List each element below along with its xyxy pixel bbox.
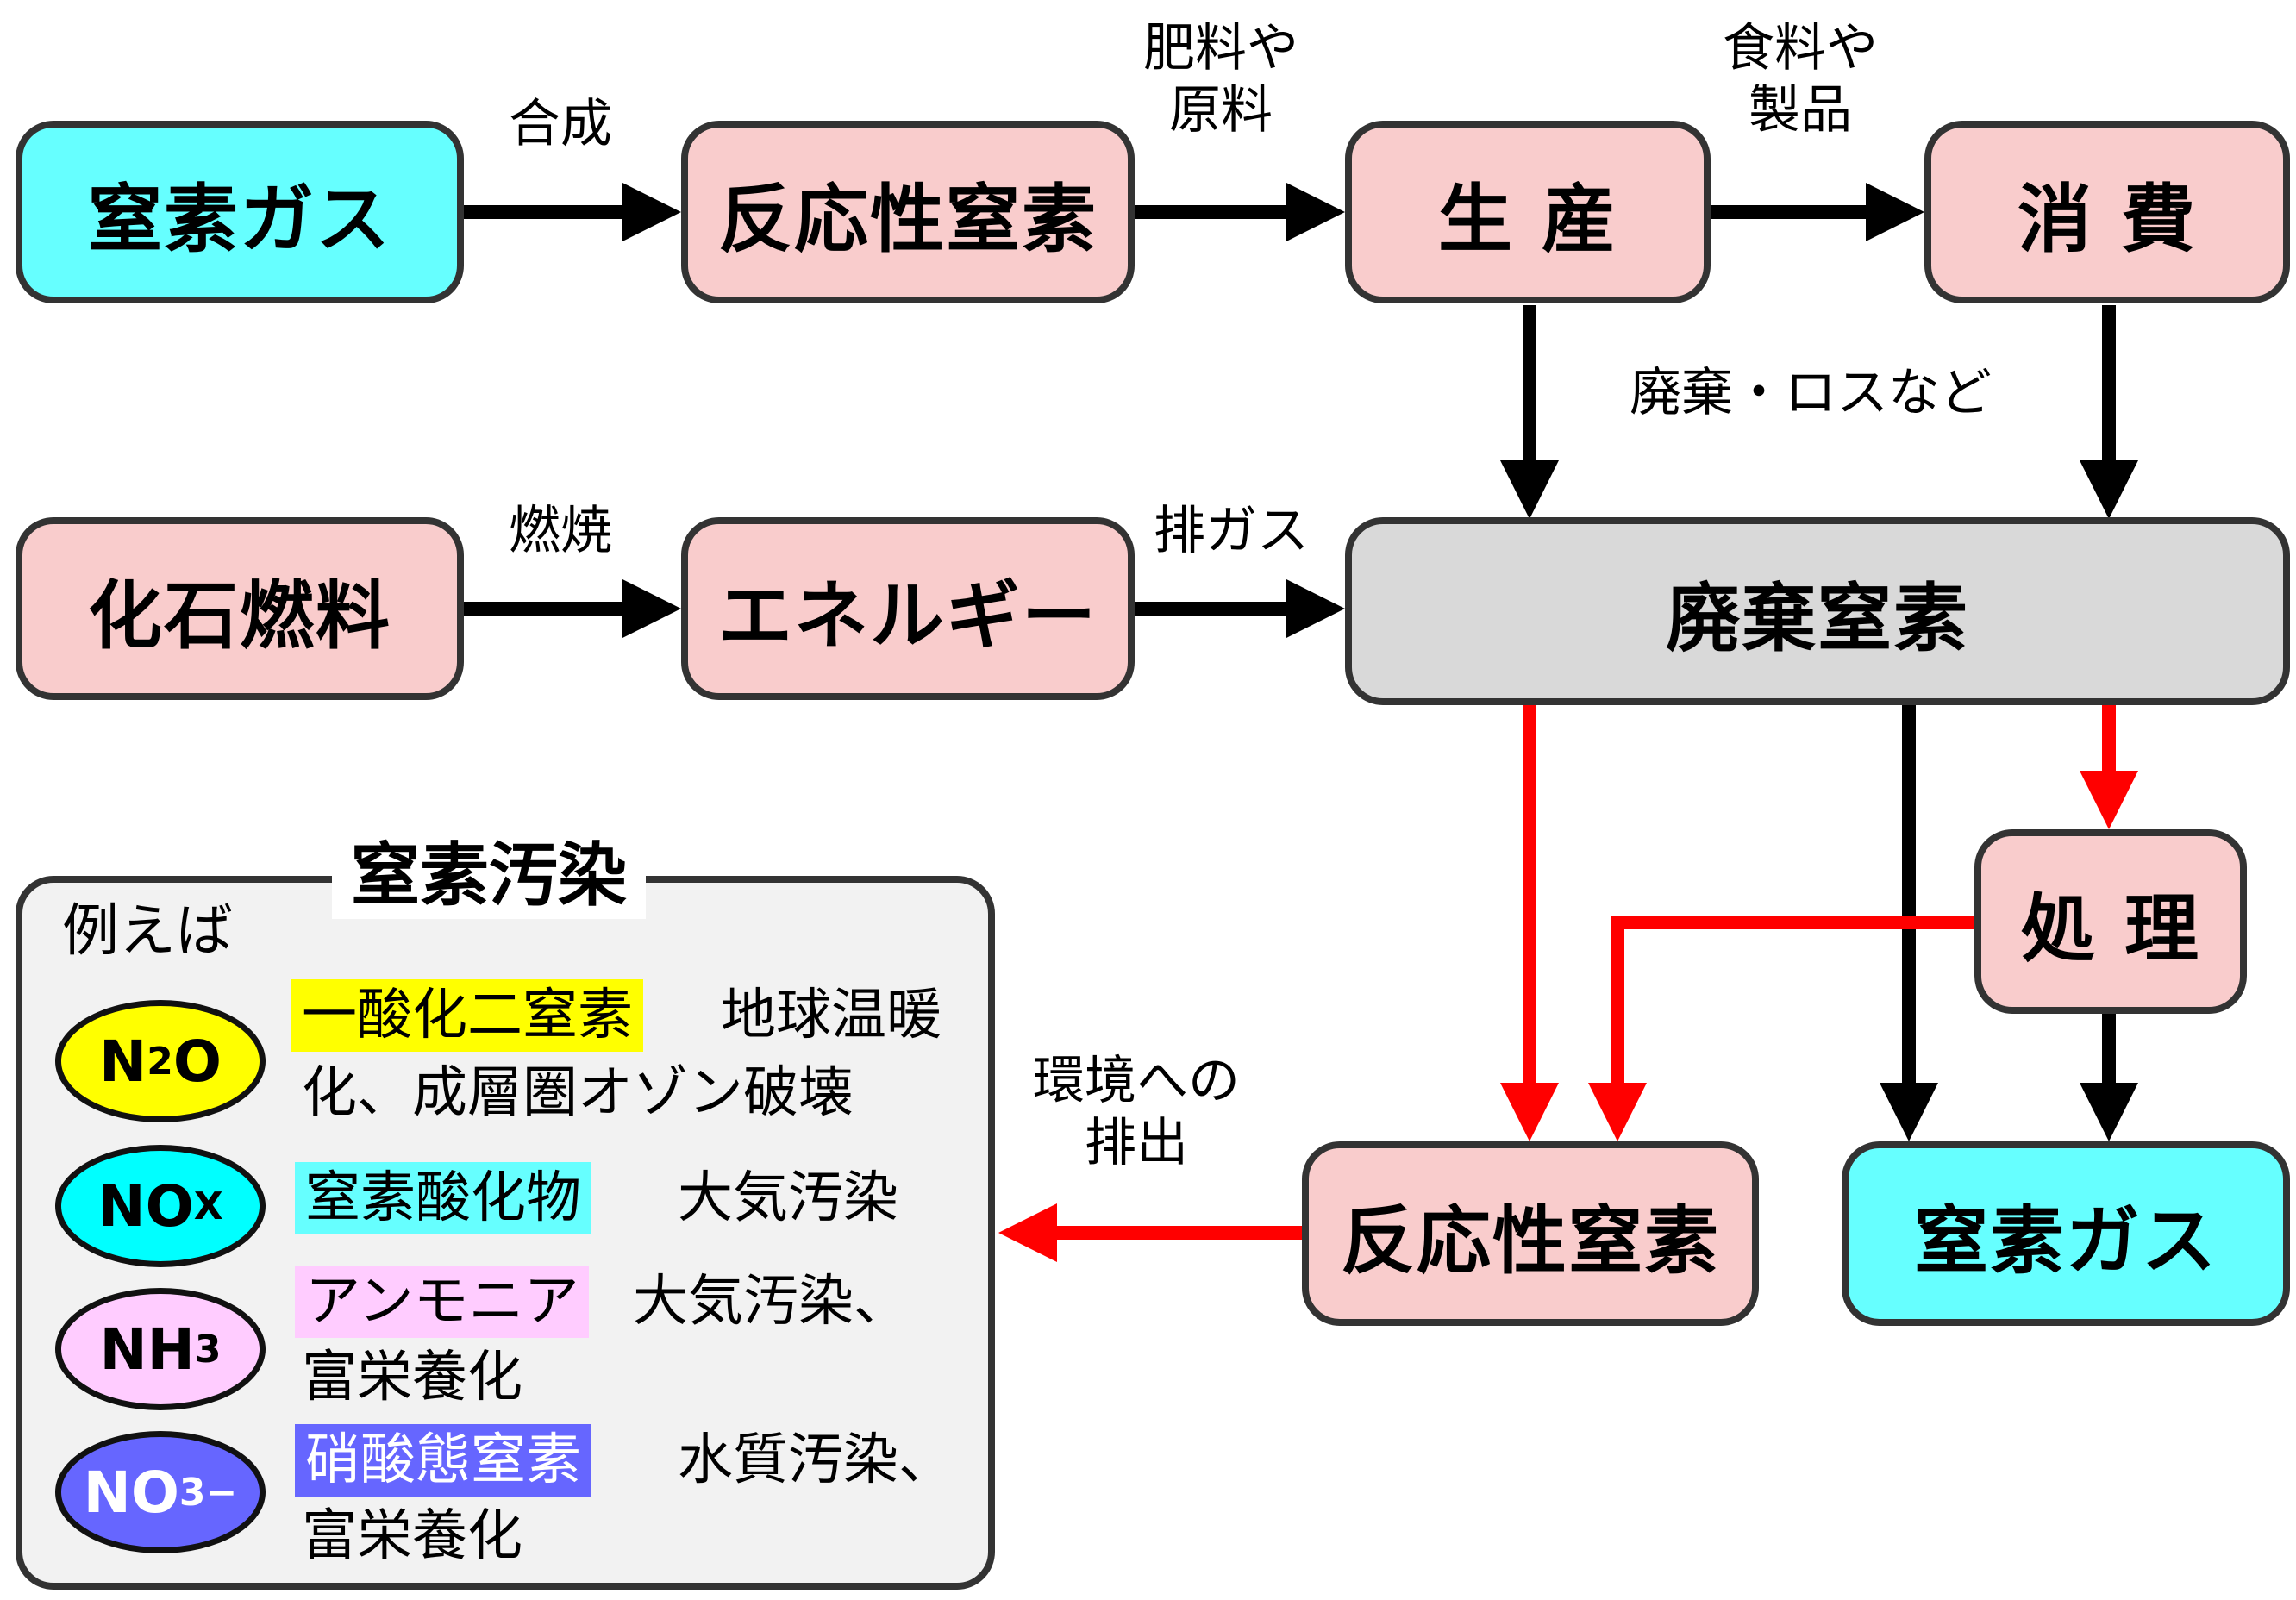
consumption-label: 消 費 [2018, 176, 2197, 263]
nh3-desc-line1: 大気汚染、 [633, 1270, 909, 1334]
waste-nitrogen-box: 廃棄窒素 [1345, 517, 2290, 705]
arrow-exhaust [1135, 579, 1345, 638]
arrow-synthesis [464, 183, 681, 241]
no3-desc-line1: 水質汚染、 [678, 1428, 954, 1492]
no3-desc-line2: 富栄養化 [302, 1504, 522, 1568]
fossil-fuel-box: 化石燃料 [16, 517, 464, 700]
waste-loss-label: 廃棄・ロスなど [1630, 363, 1992, 423]
arrow-consumption-to-waste [2080, 305, 2138, 519]
nitrogen-pollution-title: 窒素汚染 [332, 833, 646, 919]
production-label: 生 産 [1438, 176, 1617, 263]
nitrogen-gas-output-label: 窒素ガス [1914, 1197, 2218, 1284]
n2o-name: 一酸化二窒素 [291, 979, 643, 1052]
nox-desc-line1: 大気汚染 [678, 1166, 898, 1230]
nh3-name: アンモニア [295, 1266, 590, 1338]
combustion-label: 燃焼 [509, 501, 612, 561]
arrow-release-to-environment [998, 1203, 1302, 1262]
food-label-line2: 製品 [1749, 80, 1852, 141]
consumption-box: 消 費 [1924, 121, 2290, 303]
n2o-desc-line2: 化、成層圏オゾン破壊 [302, 1061, 854, 1125]
arrow-treatment-to-reactive-nitrogen [1588, 916, 1974, 1141]
production-box: 生 産 [1345, 121, 1711, 303]
energy-box: エネルギー [681, 517, 1135, 700]
nitrogen-gas-source-box: 窒素ガス [16, 121, 464, 303]
fertilizer-label-line2: 原料 [1169, 80, 1273, 141]
synthesis-label: 合成 [509, 94, 612, 154]
reactive-nitrogen-output-label: 反応性窒素 [1341, 1197, 1720, 1284]
energy-label: エネルギー [718, 572, 1098, 659]
release-label-line2: 排出 [1085, 1113, 1188, 1173]
arrow-production-to-waste [1500, 305, 1559, 519]
arrow-waste-to-nitrogen-gas [1880, 705, 1938, 1141]
release-label-line1: 環境への [1033, 1051, 1240, 1111]
fossil-fuel-label: 化石燃料 [88, 572, 391, 659]
exhaust-label: 排ガス [1154, 501, 1309, 561]
fertilizer-label: 肥料や 原料 [1143, 17, 1298, 141]
treatment-label: 処 理 [2021, 885, 2200, 972]
arrow-combustion [464, 579, 681, 638]
arrow-food [1711, 183, 1924, 241]
food-label: 食料や 製品 [1723, 17, 1878, 141]
n2o-desc-line1: 地球温暖 [721, 984, 942, 1047]
reactive-nitrogen-label: 反応性窒素 [718, 176, 1098, 263]
release-label: 環境への 排出 [1033, 1050, 1240, 1174]
reactive-nitrogen-box: 反応性窒素 [681, 121, 1135, 303]
nitrogen-gas-source-label: 窒素ガス [88, 176, 391, 263]
no3-name: 硝酸態窒素 [295, 1424, 591, 1497]
arrow-treatment-to-nitrogen-gas [2080, 1014, 2138, 1141]
nh3-desc-line2: 富栄養化 [302, 1346, 522, 1409]
reactive-nitrogen-output-box: 反応性窒素 [1302, 1141, 1759, 1326]
nox-name: 窒素酸化物 [295, 1162, 591, 1234]
example-label: 例えば [62, 897, 233, 964]
fertilizer-label-line1: 肥料や [1143, 18, 1298, 78]
arrow-fertilizer [1135, 183, 1345, 241]
arrow-waste-to-treatment [2080, 705, 2138, 829]
treatment-box: 処 理 [1974, 829, 2247, 1014]
food-label-line1: 食料や [1723, 18, 1878, 78]
nitrogen-gas-output-box: 窒素ガス [1842, 1141, 2290, 1326]
arrow-waste-to-reactive-nitrogen [1500, 705, 1559, 1141]
waste-nitrogen-label: 廃棄窒素 [1666, 575, 1969, 662]
